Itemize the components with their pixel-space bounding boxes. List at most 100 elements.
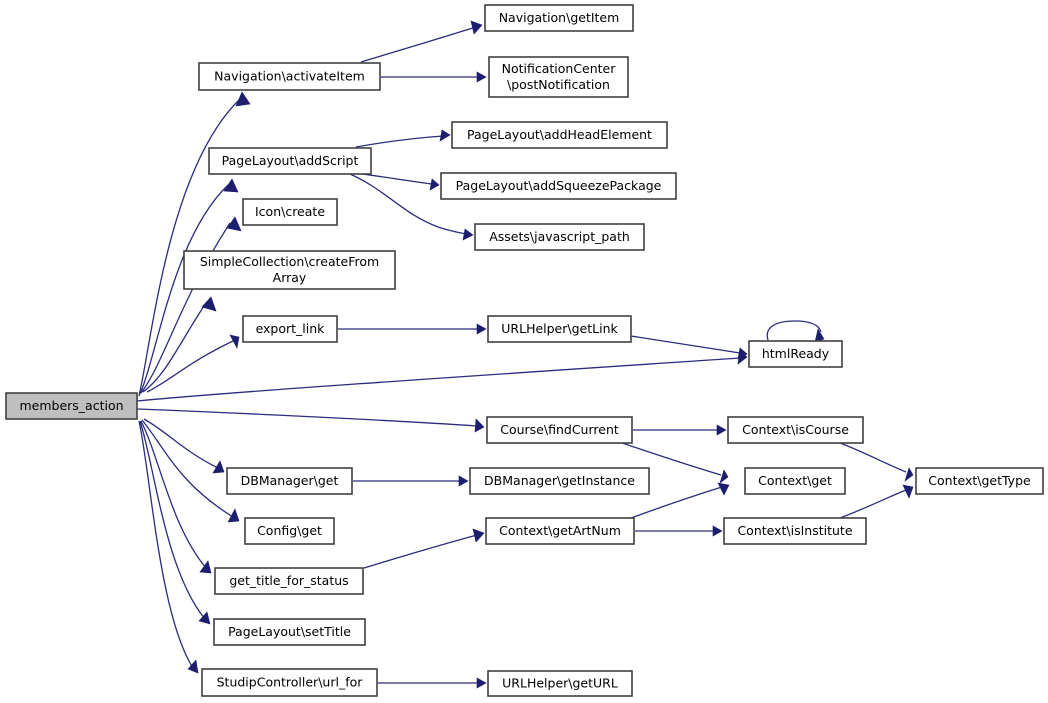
node-context_getArtNum[interactable]: Context\getArtNum [485, 517, 635, 545]
node-box[interactable] [723, 517, 867, 545]
node-box[interactable] [469, 467, 650, 495]
edge-context_isCourse-to-context_getType [839, 442, 914, 482]
node-label: members_action [19, 398, 123, 413]
edge-line [766, 320, 822, 341]
edge-line [140, 420, 207, 569]
arrowhead-icon [904, 467, 914, 482]
node-box[interactable] [226, 467, 353, 495]
node-label: DBManager\get [241, 473, 339, 488]
node-label: NotificationCenter\postNotification [502, 61, 617, 92]
node-context_getType[interactable]: Context\getType [915, 467, 1044, 495]
node-get_title_for_status[interactable]: get_title_for_status [214, 567, 364, 595]
arrowhead-icon [474, 418, 485, 433]
node-context_get[interactable]: Context\get [744, 467, 846, 495]
node-label: Context\get [758, 473, 832, 488]
node-box[interactable] [485, 517, 635, 545]
node-nav_getItem[interactable]: Navigation\getItem [484, 4, 634, 32]
arrowhead-icon [201, 296, 217, 312]
node-dbmanager_getInstance[interactable]: DBManager\getInstance [469, 467, 650, 495]
node-htmlReady[interactable]: htmlReady [748, 340, 843, 368]
node-pl_setTitle[interactable]: PageLayout\setTitle [213, 618, 366, 646]
node-context_isCourse[interactable]: Context\isCourse [727, 416, 864, 444]
edge-members_action-to-simplecollection_createFromArray [142, 296, 217, 393]
node-pl_addHeadElement[interactable]: PageLayout\addHeadElement [451, 121, 668, 149]
edge-context_getArtNum-to-context_isInstitute [635, 525, 723, 537]
node-urlhelper_getURL[interactable]: URLHelper\getURL [487, 670, 633, 697]
edge-members_action-to-get_title_for_status [140, 420, 212, 574]
node-box[interactable] [201, 668, 378, 697]
edge-pl_addScript-to-pl_addSqueezePackage [361, 173, 440, 191]
node-studipcontroller_url_for[interactable]: StudipController\url_for [201, 668, 378, 697]
edge-pl_addScript-to-assets_javascript_path [349, 173, 474, 241]
node-box[interactable] [748, 340, 843, 368]
node-box[interactable] [183, 250, 396, 290]
node-box[interactable] [488, 56, 629, 98]
node-label: Course\findCurrent [500, 422, 619, 437]
arrowhead-icon [472, 528, 485, 543]
arrowhead-icon [458, 475, 469, 487]
edge-line [146, 340, 234, 393]
arrowhead-icon [223, 178, 239, 193]
edge-line [140, 222, 231, 394]
edge-get_title_for_status-to-context_getArtNum [363, 528, 485, 569]
node-box[interactable] [244, 517, 335, 545]
arrowhead-icon [187, 659, 199, 674]
edge-members_action-to-icon_create [140, 216, 242, 394]
node-label: DBManager\getInstance [484, 473, 635, 488]
node-box[interactable] [451, 121, 668, 149]
node-label: URLHelper\getLink [501, 321, 618, 336]
node-label: get_title_for_status [229, 573, 348, 588]
edge-line [136, 357, 741, 402]
node-context_isInstitute[interactable]: Context\isInstitute [723, 517, 867, 545]
node-label: Context\isCourse [742, 422, 849, 437]
edge-context_getArtNum-to-context_get [630, 482, 730, 519]
edge-line [630, 486, 723, 519]
node-urlhelper_getLink[interactable]: URLHelper\getLink [487, 315, 632, 343]
edge-htmlReady-to-htmlReady [766, 320, 825, 343]
arrowhead-icon [199, 560, 212, 574]
node-label: Navigation\getItem [499, 10, 620, 25]
edge-nav_activateItem-to-nav_getItem [360, 20, 483, 63]
node-box[interactable] [915, 467, 1044, 495]
edge-members_action-to-pl_setTitle [139, 420, 211, 625]
edge-members_action-to-studipcontroller_url_for [138, 420, 199, 674]
node-box[interactable] [440, 172, 677, 200]
node-notif_postNotification[interactable]: NotificationCenter\postNotification [488, 56, 629, 98]
edge-line [621, 442, 722, 476]
arrowhead-icon [476, 323, 487, 335]
node-box[interactable] [484, 4, 634, 32]
node-pl_addScript[interactable]: PageLayout\addScript [208, 147, 372, 175]
node-box[interactable] [744, 467, 846, 495]
edge-members_action-to-config_get [141, 419, 240, 523]
node-course_findCurrent[interactable]: Course\findCurrent [486, 416, 633, 444]
edge-pl_addScript-to-pl_addHeadElement [355, 129, 451, 148]
node-box[interactable] [5, 392, 138, 420]
node-box[interactable] [486, 416, 633, 444]
node-label: htmlReady [762, 346, 830, 361]
node-box[interactable] [214, 567, 364, 595]
node-dbmanager_get[interactable]: DBManager\get [226, 467, 353, 495]
arrowhead-icon [737, 347, 748, 360]
node-nav_activateItem[interactable]: Navigation\activateItem [198, 62, 381, 91]
node-box[interactable] [208, 147, 372, 175]
node-members_action[interactable]: members_action [5, 392, 138, 420]
edge-line [143, 418, 219, 469]
node-box[interactable] [487, 315, 632, 343]
node-label: URLHelper\getURL [502, 675, 618, 690]
node-box[interactable] [727, 416, 864, 444]
node-box[interactable] [474, 223, 645, 251]
node-label: Context\getType [928, 473, 1031, 488]
node-box[interactable] [213, 618, 366, 646]
node-box[interactable] [198, 62, 381, 91]
node-pl_addSqueezePackage[interactable]: PageLayout\addSqueezePackage [440, 172, 677, 200]
arrowhead-icon [212, 460, 225, 474]
node-assets_javascript_path[interactable]: Assets\javascript_path [474, 223, 645, 251]
node-box[interactable] [242, 198, 338, 226]
node-export_link[interactable]: export_link [242, 315, 338, 343]
node-icon_create[interactable]: Icon\create [242, 198, 338, 226]
node-box[interactable] [242, 315, 338, 343]
node-config_get[interactable]: Config\get [244, 517, 335, 545]
node-box[interactable] [487, 670, 633, 697]
